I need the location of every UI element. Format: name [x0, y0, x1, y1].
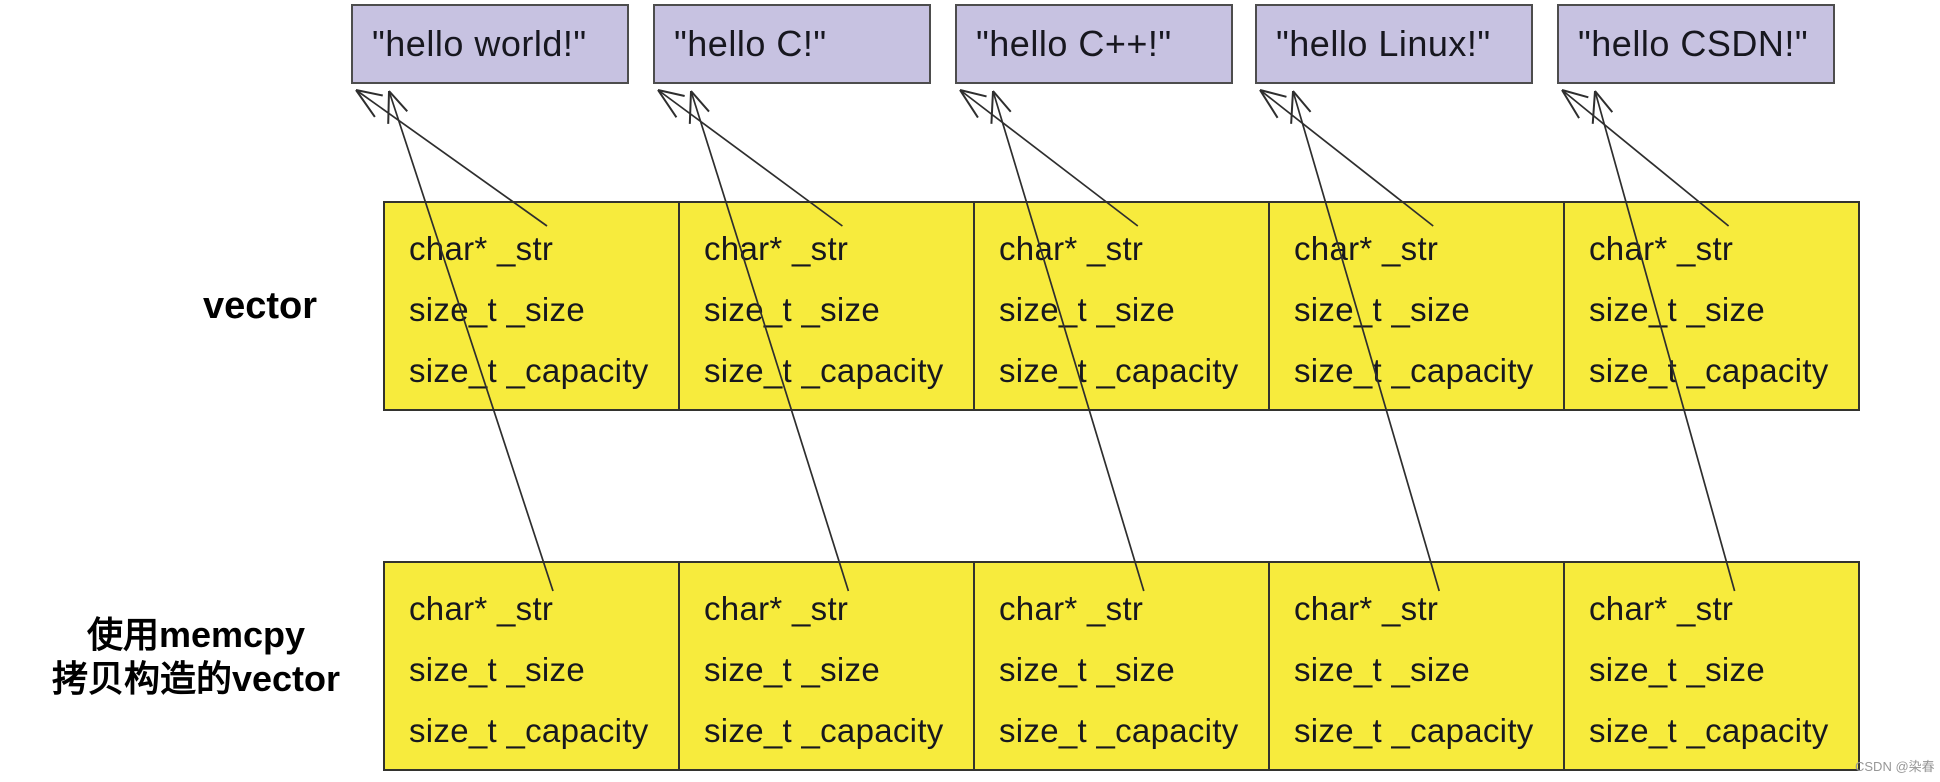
string-literal-label: "hello CSDN!" — [1578, 23, 1809, 64]
string-literal-box: "hello C!" — [653, 4, 931, 84]
vector-cell-field: size_t _size — [409, 291, 586, 328]
vector-cell-field: char* _str — [704, 590, 849, 627]
vector-cell: char* _str size_t _size size_t _capacity — [385, 203, 680, 409]
vector-cell-field: size_t _size — [704, 291, 881, 328]
vector-cell: char* _str size_t _size size_t _capacity — [975, 563, 1270, 769]
vector-cell: char* _str size_t _size size_t _capacity — [1270, 563, 1565, 769]
memcpy-label-line2: 拷贝构造的vector — [51, 658, 341, 699]
string-literal-label: "hello Linux!" — [1276, 23, 1491, 64]
vector-cell-field: size_t _capacity — [1294, 352, 1534, 389]
vector-cell-field: size_t _size — [999, 651, 1176, 688]
vector-cell: char* _str size_t _size size_t _capacity — [1270, 203, 1565, 409]
vector-cell-field: size_t _size — [1294, 651, 1471, 688]
string-literal-box: "hello CSDN!" — [1557, 4, 1835, 84]
string-literal-label: "hello C!" — [674, 23, 827, 64]
vector-cell-field: size_t _capacity — [409, 352, 649, 389]
vector-cell: char* _str size_t _size size_t _capacity — [385, 563, 680, 769]
vector-cell-field: size_t _size — [1589, 291, 1766, 328]
vector-cell: char* _str size_t _size size_t _capacity — [1565, 563, 1858, 769]
memcpy-vector-row-label: 使用memcpy 拷贝构造的vector — [10, 613, 382, 701]
vector-cell-field: char* _str — [704, 230, 849, 267]
vector-cell-field: size_t _size — [704, 651, 881, 688]
vector-cell: char* _str size_t _size size_t _capacity — [975, 203, 1270, 409]
vector-cell: char* _str size_t _size size_t _capacity — [680, 203, 975, 409]
vector-cell-field: size_t _capacity — [1589, 712, 1829, 749]
vector-cell-field: size_t _capacity — [704, 712, 944, 749]
vector-cell-field: char* _str — [1294, 590, 1439, 627]
vector-cell: char* _str size_t _size size_t _capacity — [680, 563, 975, 769]
vector-cell-field: char* _str — [1589, 590, 1734, 627]
vector-cell-field: size_t _size — [1589, 651, 1766, 688]
vector-cell-field: size_t _capacity — [999, 712, 1239, 749]
watermark: CSDN @染春 — [1855, 759, 1935, 774]
vector-cell-field: size_t _capacity — [1294, 712, 1534, 749]
memcpy-label-line1: 使用memcpy — [86, 614, 306, 655]
vector-cell-field: size_t _capacity — [1589, 352, 1829, 389]
vector-cell-field: size_t _capacity — [999, 352, 1239, 389]
vector-cell-field: char* _str — [409, 230, 554, 267]
vector-cell-field: char* _str — [999, 230, 1144, 267]
vector-cell-field: char* _str — [1589, 230, 1734, 267]
string-literal-label: "hello world!" — [372, 23, 587, 64]
string-literal-label: "hello C++!" — [976, 23, 1172, 64]
vector-cell-field: size_t _capacity — [409, 712, 649, 749]
vector-cell-field: size_t _size — [1294, 291, 1471, 328]
vector-cell: char* _str size_t _size size_t _capacity — [1565, 203, 1858, 409]
vector-cell-field: size_t _size — [409, 651, 586, 688]
vector-cell-field: char* _str — [999, 590, 1144, 627]
vector-cell-field: size_t _capacity — [704, 352, 944, 389]
string-literal-box: "hello Linux!" — [1255, 4, 1533, 84]
vector-cell-field: char* _str — [1294, 230, 1439, 267]
vector-cell-field: char* _str — [409, 590, 554, 627]
string-literal-box: "hello C++!" — [955, 4, 1233, 84]
vector-row-label: vector — [202, 285, 318, 327]
string-literal-box: "hello world!" — [351, 4, 629, 84]
vector-cell-field: size_t _size — [999, 291, 1176, 328]
